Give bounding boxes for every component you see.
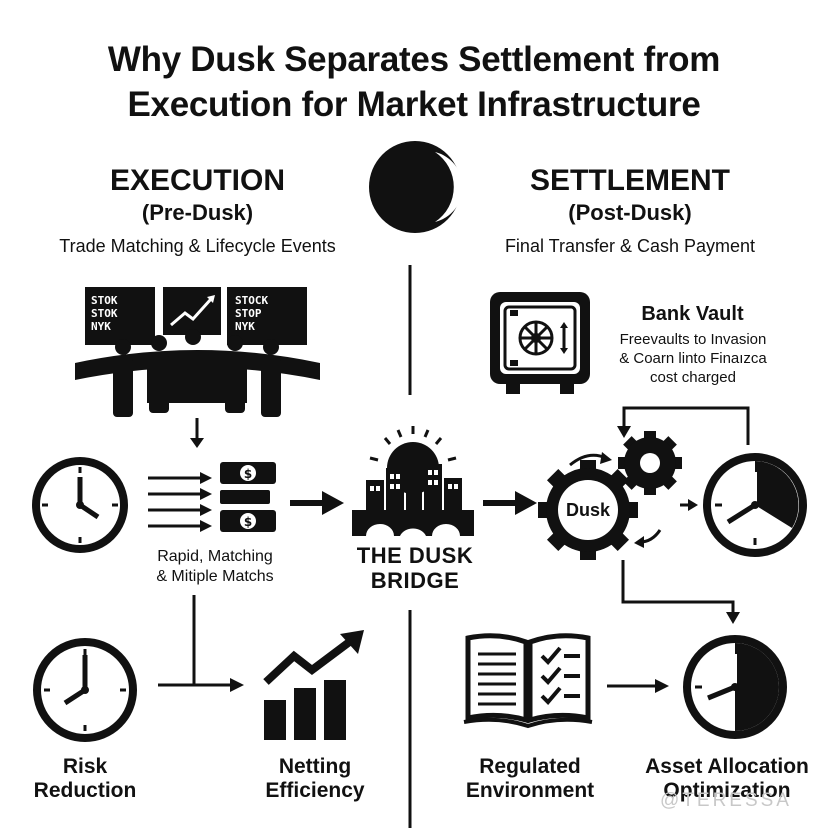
clock-icon [32, 457, 128, 553]
screen-left-1: STOK [91, 294, 118, 307]
title-line-1: Why Dusk Separates Settlement from [107, 40, 721, 79]
watermark: @TERESSA [660, 790, 792, 811]
arrows-icon [148, 472, 212, 532]
vault-line-1: Freevaults to Invasion [619, 331, 767, 348]
vault-title: Bank Vault [641, 303, 744, 325]
execution-heading: EXECUTION [109, 164, 286, 197]
bridge-label-line-1: THE DUSK [356, 543, 474, 568]
arrow-to-bridge-icon [290, 491, 344, 515]
screen-left-3: NYK [91, 320, 111, 333]
vault-line-3: cost charged [650, 369, 736, 386]
vault-icon [490, 292, 590, 394]
matching-label-line-1: Rapid, Matching [157, 548, 273, 565]
matching-label: Rapid, Matching & Mitiple Matchs [120, 547, 310, 587]
execution-description: Trade Matching & Lifecycle Events [59, 236, 336, 256]
clock-settlement-icon [703, 453, 807, 557]
city-bridge-icon [352, 426, 474, 536]
asset-label-line-2: Optimization [663, 779, 791, 802]
down-arrow-icon [190, 418, 204, 448]
connector-to-netting [158, 595, 244, 692]
arrow-to-clock-icon [680, 499, 698, 511]
connector-to-bottom-clock [621, 560, 740, 624]
asset-clock-icon [683, 635, 787, 739]
center-divider [408, 265, 412, 828]
risk-label-line-2: Reduction [33, 779, 137, 802]
asset-label: Asset Allocation Optimization [628, 755, 826, 803]
regulated-label: Regulated Environment [445, 755, 615, 803]
arrow-to-settlement-icon [483, 491, 537, 515]
netting-label-line-1: Netting [278, 755, 352, 778]
regulated-label-line-1: Regulated [479, 755, 581, 778]
screen-right-2: STOP [235, 307, 262, 320]
regulated-label-line-2: Environment [465, 779, 595, 802]
gears-icon [538, 431, 682, 560]
svg-text:$: $ [244, 515, 252, 529]
vault-line-2: & Coarn linto Finaızca [619, 350, 767, 367]
bridge-label: THE DUSK BRIDGE [330, 543, 500, 593]
settlement-description: Final Transfer & Cash Payment [504, 236, 756, 256]
settlement-heading: SETTLEMENT [530, 164, 730, 197]
vault-description: Freevaults to Invasion & Coarn linto Fin… [598, 330, 788, 387]
screen-right-1: STOCK [235, 294, 269, 307]
asset-label-line-1: Asset Allocation [645, 755, 809, 778]
risk-clock-icon [33, 638, 137, 742]
feedback-line [617, 406, 750, 445]
execution-subheading: (Pre-Dusk) [141, 200, 254, 225]
money-icon: $ $ [220, 462, 276, 532]
screen-right-3: NYK [235, 320, 255, 333]
arrow-to-asset-clock-icon [607, 679, 669, 693]
screen-left-2: STOK [91, 307, 118, 320]
trading-floor-icon: STOK STOK NYK STOCK STOP NYK [75, 285, 320, 420]
screen-left-text: STOK STOK NYK [91, 294, 118, 333]
title-line-2: Execution for Market Infrastructure [127, 85, 701, 124]
bridge-label-line-2: BRIDGE [370, 568, 460, 593]
screen-right-text: STOCK STOP NYK [235, 294, 268, 333]
settlement-subheading: (Post-Dusk) [568, 200, 692, 225]
netting-label: Netting Efficiency [240, 755, 390, 803]
book-checklist-icon [463, 633, 593, 729]
gear-label: Dusk [565, 500, 610, 520]
bar-chart-up-icon [263, 630, 364, 740]
risk-label-line-1: Risk [62, 755, 108, 778]
matching-label-line-2: & Mitiple Matchs [156, 568, 274, 585]
risk-label: Risk Reduction [10, 755, 160, 803]
svg-text:$: $ [244, 467, 252, 481]
netting-label-line-2: Efficiency [265, 779, 365, 802]
moon-icon [369, 141, 463, 233]
